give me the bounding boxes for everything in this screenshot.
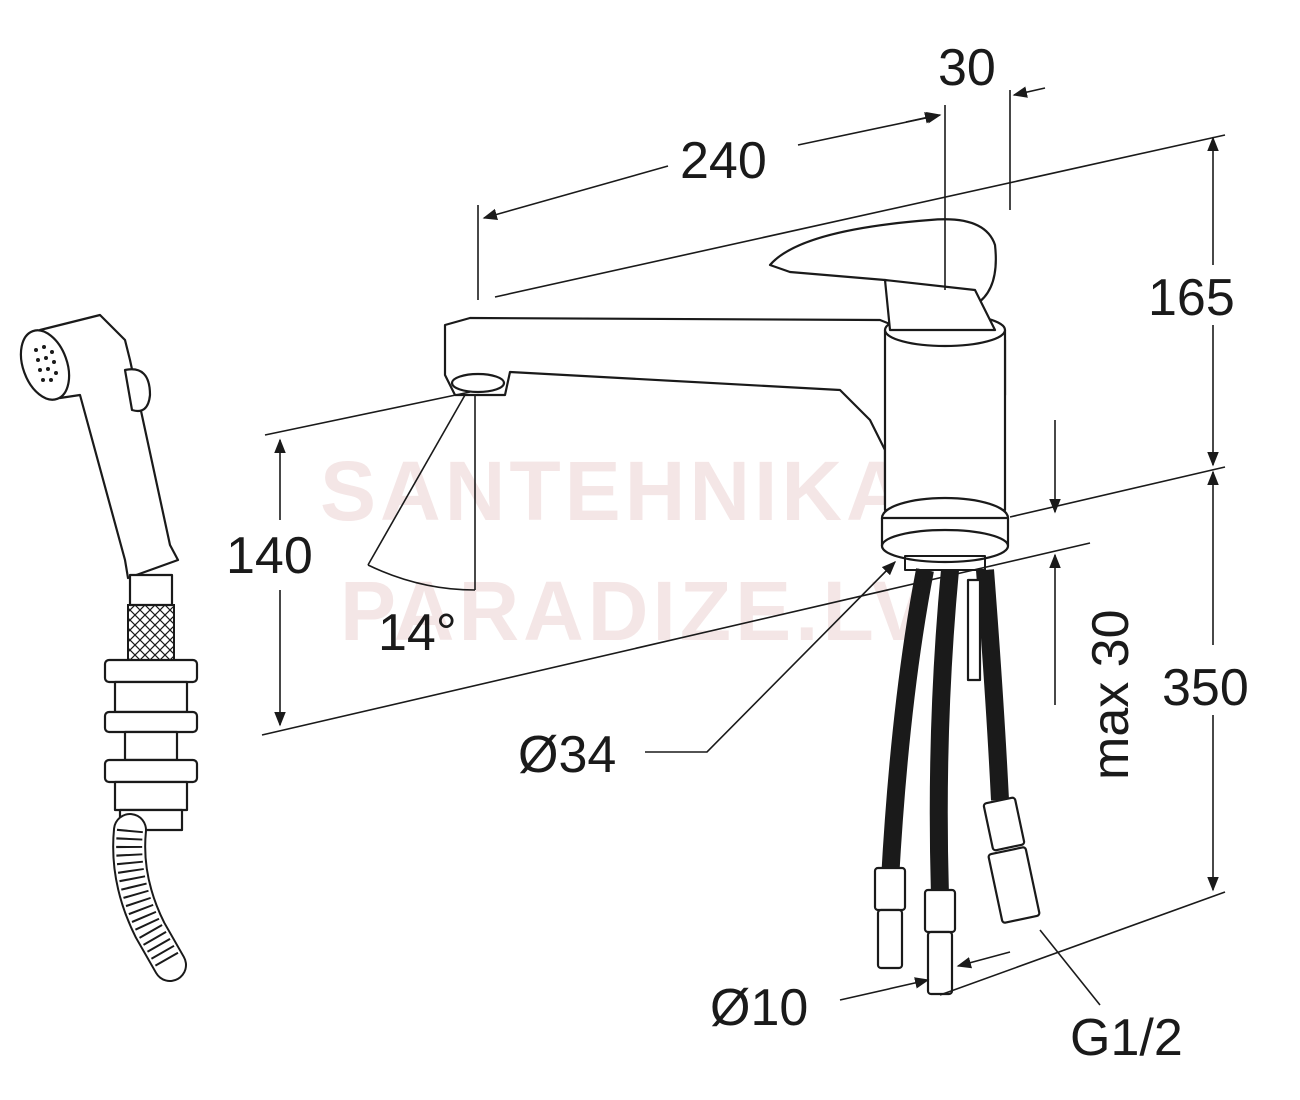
- dimension-lines: [261, 86, 1226, 1006]
- shower-trigger: [123, 368, 152, 413]
- shower-connector: [128, 573, 174, 607]
- supply-hoses: [873, 568, 1041, 996]
- mounting-stud: [966, 578, 982, 682]
- dim-thread: G1/2: [1070, 1009, 1183, 1067]
- hand-shower: [19, 313, 199, 982]
- faucet-body: [883, 328, 1007, 512]
- shower-head-nozzles: [34, 345, 58, 382]
- pipe-left: [876, 908, 904, 970]
- pipe-middle: [926, 930, 954, 996]
- base-bottom: [880, 528, 1010, 564]
- dim-hose-diameter: Ø10: [710, 979, 808, 1037]
- fitting-left: [873, 866, 907, 912]
- dim-angle: 14°: [378, 604, 457, 662]
- dim-max-30: max 30: [1082, 609, 1140, 780]
- thread-right: [987, 846, 1041, 924]
- watermark-line-1: SANTEHNIKAS: [320, 444, 971, 538]
- watermark-line-2: PARADIZE.LV: [340, 564, 932, 658]
- dim-165: 165: [1148, 269, 1235, 327]
- fitting-right: [982, 796, 1026, 852]
- dim-140: 140: [226, 527, 313, 585]
- dim-base-diameter: Ø34: [518, 726, 616, 784]
- aerator: [450, 372, 506, 394]
- shower-hose-top: [127, 604, 175, 661]
- dim-350: 350: [1162, 659, 1249, 717]
- lever-handle: [768, 218, 997, 307]
- dim-30: 30: [938, 39, 996, 97]
- shower-head-face: [19, 329, 71, 401]
- shower-mount-nuts: [103, 658, 199, 832]
- faucet: [443, 218, 1010, 571]
- dim-240: 240: [680, 132, 767, 190]
- fitting-middle: [923, 888, 957, 934]
